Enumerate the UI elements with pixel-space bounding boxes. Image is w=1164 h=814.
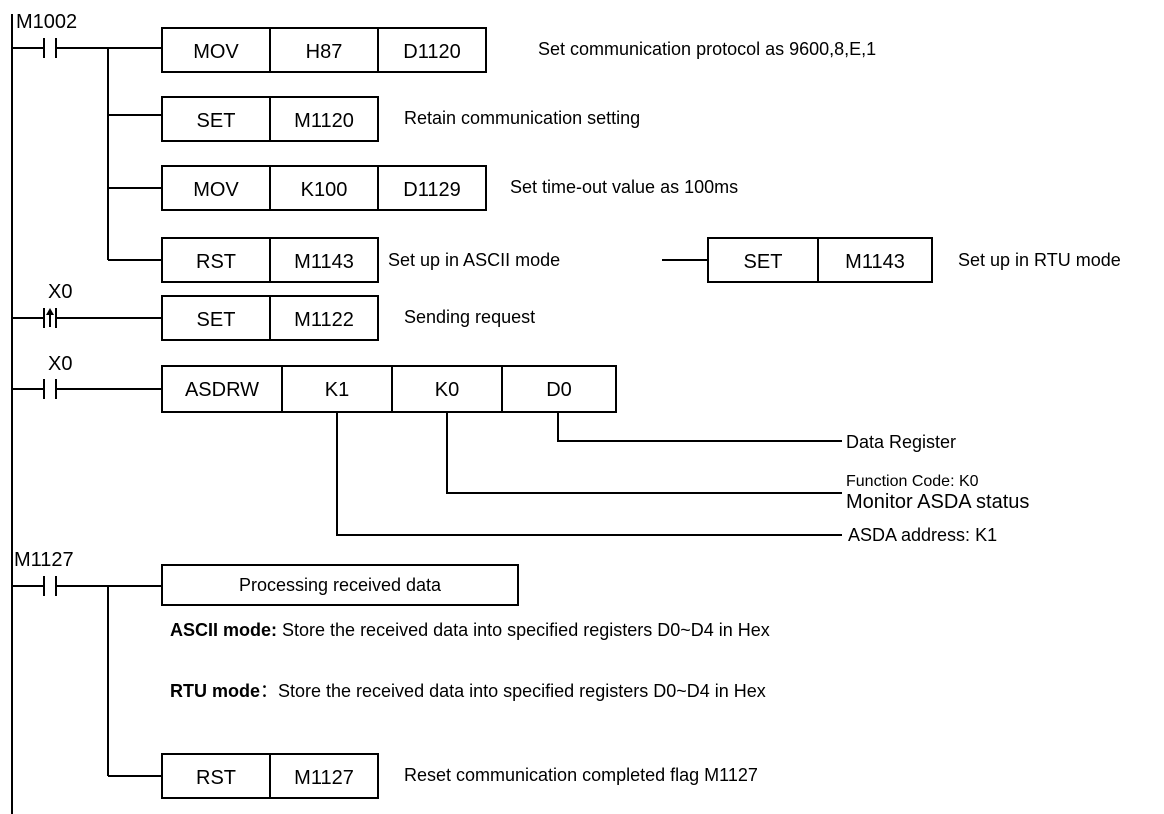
operand: K100 xyxy=(301,179,348,201)
ascii-mode-note: ASCII mode: Store the received data into… xyxy=(170,620,770,640)
comment: Sending request xyxy=(404,307,535,327)
opcode: RST xyxy=(196,251,236,273)
instruction-mov-k100: MOV K100 D1129 xyxy=(161,165,487,211)
instruction-asdrw: ASDRW K1 K0 D0 xyxy=(161,365,617,413)
instruction-mov-h87: MOV H87 D1120 xyxy=(161,27,487,73)
comment: Set communication protocol as 9600,8,E,1 xyxy=(538,39,876,59)
operand: D1129 xyxy=(403,179,460,201)
operand: M1122 xyxy=(294,309,354,331)
instruction-set-m1120: SET M1120 xyxy=(161,96,379,142)
rtu-mode-prefix: RTU mode xyxy=(170,681,260,701)
opcode: SET xyxy=(744,251,783,273)
comment: Set up in ASCII mode xyxy=(388,250,560,270)
label-asda-address: ASDA address: K1 xyxy=(848,525,997,545)
opcode: RST xyxy=(196,767,236,789)
operand: K1 xyxy=(325,379,349,401)
opcode: SET xyxy=(197,309,236,331)
contact-m1127 xyxy=(12,576,57,596)
label-monitor-status: Monitor ASDA status xyxy=(846,491,1029,513)
leader-line-d0 xyxy=(557,412,842,442)
comment: Set up in RTU mode xyxy=(958,250,1121,270)
ascii-mode-prefix: ASCII mode: xyxy=(170,620,277,640)
rtu-mode-text: ：Store the received data into specified … xyxy=(260,681,766,701)
contact-label-m1127: M1127 xyxy=(14,549,74,571)
contact-label-m1002: M1002 xyxy=(16,11,77,33)
label-function-code: Function Code: K0 xyxy=(846,473,979,490)
opcode: SET xyxy=(197,110,236,132)
operand: M1143 xyxy=(845,251,905,273)
contact-label-x0-rise: X0 xyxy=(48,281,72,303)
instruction-set-m1122: SET M1122 xyxy=(161,295,379,341)
operand: M1143 xyxy=(294,251,354,273)
comment: Set time-out value as 100ms xyxy=(510,177,738,197)
operand: H87 xyxy=(306,41,343,63)
operand: M1120 xyxy=(294,110,354,132)
operand: K0 xyxy=(435,379,459,401)
opcode: MOV xyxy=(193,179,239,201)
operand: D1120 xyxy=(403,41,460,63)
leader-line-k1 xyxy=(336,412,842,536)
opcode: ASDRW xyxy=(185,379,259,401)
comment: Retain communication setting xyxy=(404,108,640,128)
processing-box: Processing received data xyxy=(161,564,519,606)
instruction-set-m1143: SET M1143 xyxy=(707,237,933,283)
operand: D0 xyxy=(546,379,572,401)
contact-x0 xyxy=(12,379,57,399)
operand: M1127 xyxy=(294,767,354,789)
comment: Reset communication completed flag M1127 xyxy=(404,765,758,785)
contact-x0-rising-edge xyxy=(12,308,57,328)
instruction-rst-m1143: RST M1143 xyxy=(161,237,379,283)
rtu-mode-note: RTU mode：Store the received data into sp… xyxy=(170,681,766,701)
instruction-rst-m1127: RST M1127 xyxy=(161,753,379,799)
opcode: MOV xyxy=(193,41,239,63)
leader-line-k0 xyxy=(446,412,842,494)
contact-m1002 xyxy=(12,38,57,58)
processing-label: Processing received data xyxy=(239,575,442,595)
ascii-mode-text: Store the received data into specified r… xyxy=(277,620,770,640)
contact-label-x0: X0 xyxy=(48,353,72,375)
label-data-register: Data Register xyxy=(846,432,956,452)
